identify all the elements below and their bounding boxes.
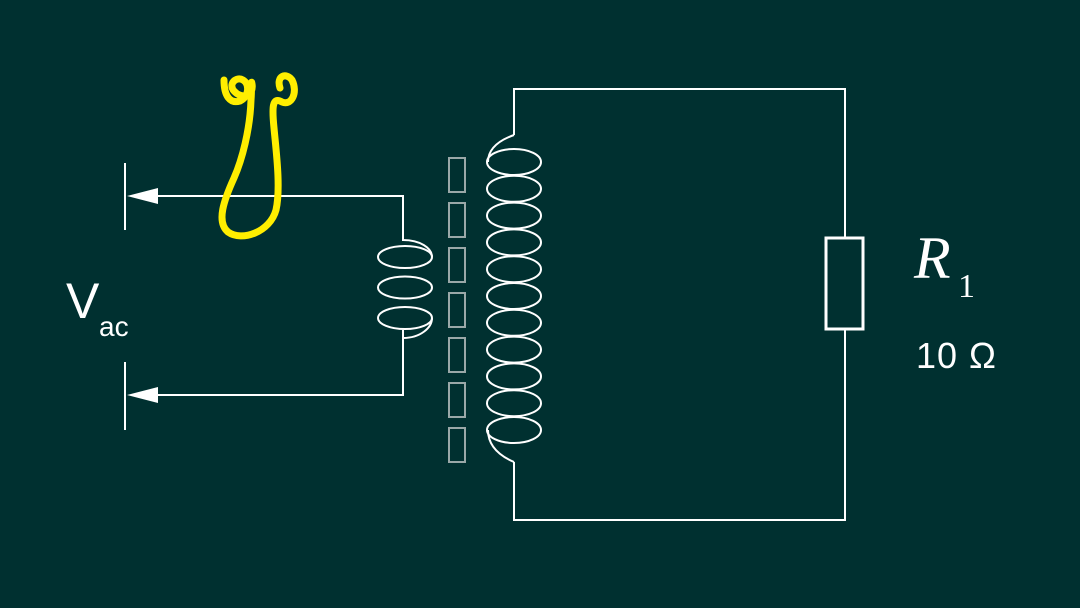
resistor-subscript: 1 — [958, 268, 975, 305]
secondary-coil-turn — [486, 228, 542, 257]
resistor-name-label: R — [914, 225, 951, 291]
core-segment — [448, 337, 466, 373]
secondary-coil-turn — [486, 362, 542, 391]
secondary-wire-bottom — [513, 330, 846, 521]
core-segment — [448, 157, 466, 193]
primary-coil — [377, 229, 433, 340]
transformer-core — [448, 157, 466, 463]
secondary-coil-turn — [486, 416, 542, 444]
core-segment — [448, 202, 466, 238]
secondary-coil-turn — [486, 282, 542, 310]
annotation-scribble — [218, 72, 298, 240]
source-voltage-subscript: ac — [99, 311, 129, 342]
arrow-bottom — [127, 387, 158, 403]
secondary-coil-turn — [486, 255, 542, 284]
primary-coil-lead-top — [402, 229, 433, 258]
resistor-value-label: 10 Ω — [916, 335, 997, 376]
secondary-coil — [486, 134, 542, 463]
secondary-coil-turn — [486, 148, 542, 176]
core-segment — [448, 427, 466, 463]
secondary-coil-turn — [486, 308, 542, 337]
core-segment — [448, 382, 466, 418]
resistor-r1 — [824, 236, 865, 331]
secondary-wire-top — [513, 88, 846, 238]
secondary-coil-turn — [486, 335, 542, 364]
source-voltage-label: V — [66, 273, 100, 329]
core-segment — [448, 292, 466, 328]
secondary-coil-lead-bottom — [487, 429, 515, 463]
primary-coil-turn — [377, 245, 433, 269]
primary-coil-turn — [377, 275, 433, 300]
core-segment — [448, 247, 466, 283]
secondary-coil-turn — [486, 174, 542, 203]
primary-wire-bottom — [140, 330, 404, 396]
secondary-coil-turn — [486, 389, 542, 418]
arrow-top — [127, 188, 158, 204]
secondary-coil-turn — [486, 201, 542, 230]
primary-coil-turn — [377, 306, 433, 330]
